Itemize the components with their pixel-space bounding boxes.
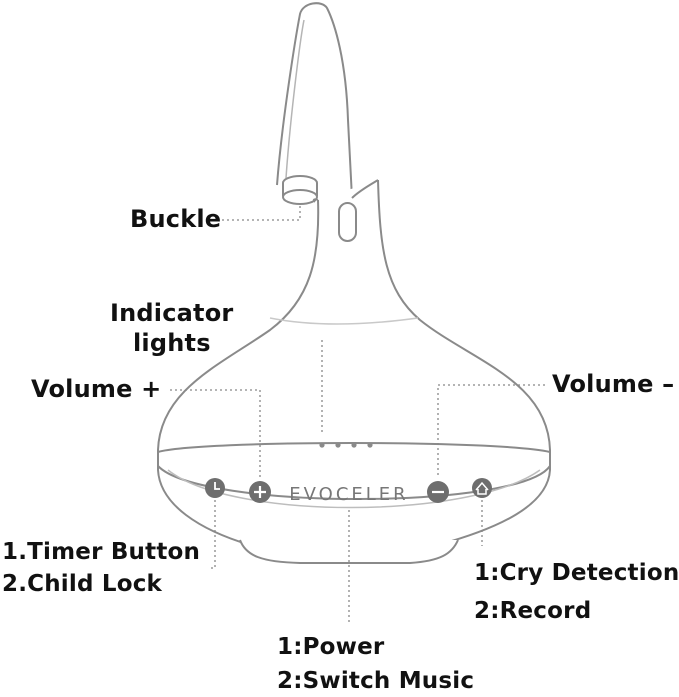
cry-detection-button[interactable] xyxy=(472,478,492,498)
indicator-label-line1: Indicator xyxy=(110,299,234,327)
power-label-line2: 2:Switch Music xyxy=(277,668,475,694)
indicator-label-line2: lights xyxy=(133,329,211,357)
volume-minus-label: Volume – xyxy=(552,370,675,398)
indicator-lights xyxy=(319,442,373,448)
buckle-leader xyxy=(222,205,301,221)
volume-plus-leader xyxy=(170,389,261,478)
buckle-knob xyxy=(282,175,318,205)
cry-label-line2: 2:Record xyxy=(474,598,592,624)
brand-text: EVOCELER xyxy=(289,484,408,505)
clock-icon xyxy=(214,482,220,490)
leader-lines xyxy=(170,205,545,625)
neck-slot xyxy=(338,202,357,242)
timer-label-line1: 1.Timer Button xyxy=(2,539,201,565)
power-label-line1: 1:Power xyxy=(277,634,385,660)
strap-inner xyxy=(285,19,305,179)
volume-minus-leader xyxy=(437,384,545,478)
timer-label-line2: 2.Child Lock xyxy=(2,571,163,597)
volume-plus-label: Volume + xyxy=(31,375,162,403)
home-icon xyxy=(475,481,489,495)
plus-icon xyxy=(254,486,266,498)
volume-plus-button[interactable] xyxy=(249,481,271,503)
cry-label-line1: 1:Cry Detection xyxy=(474,560,679,586)
buckle-label: Buckle xyxy=(130,205,222,233)
strap xyxy=(276,2,353,199)
volume-minus-button[interactable] xyxy=(427,481,449,503)
timer-button[interactable] xyxy=(205,478,225,498)
